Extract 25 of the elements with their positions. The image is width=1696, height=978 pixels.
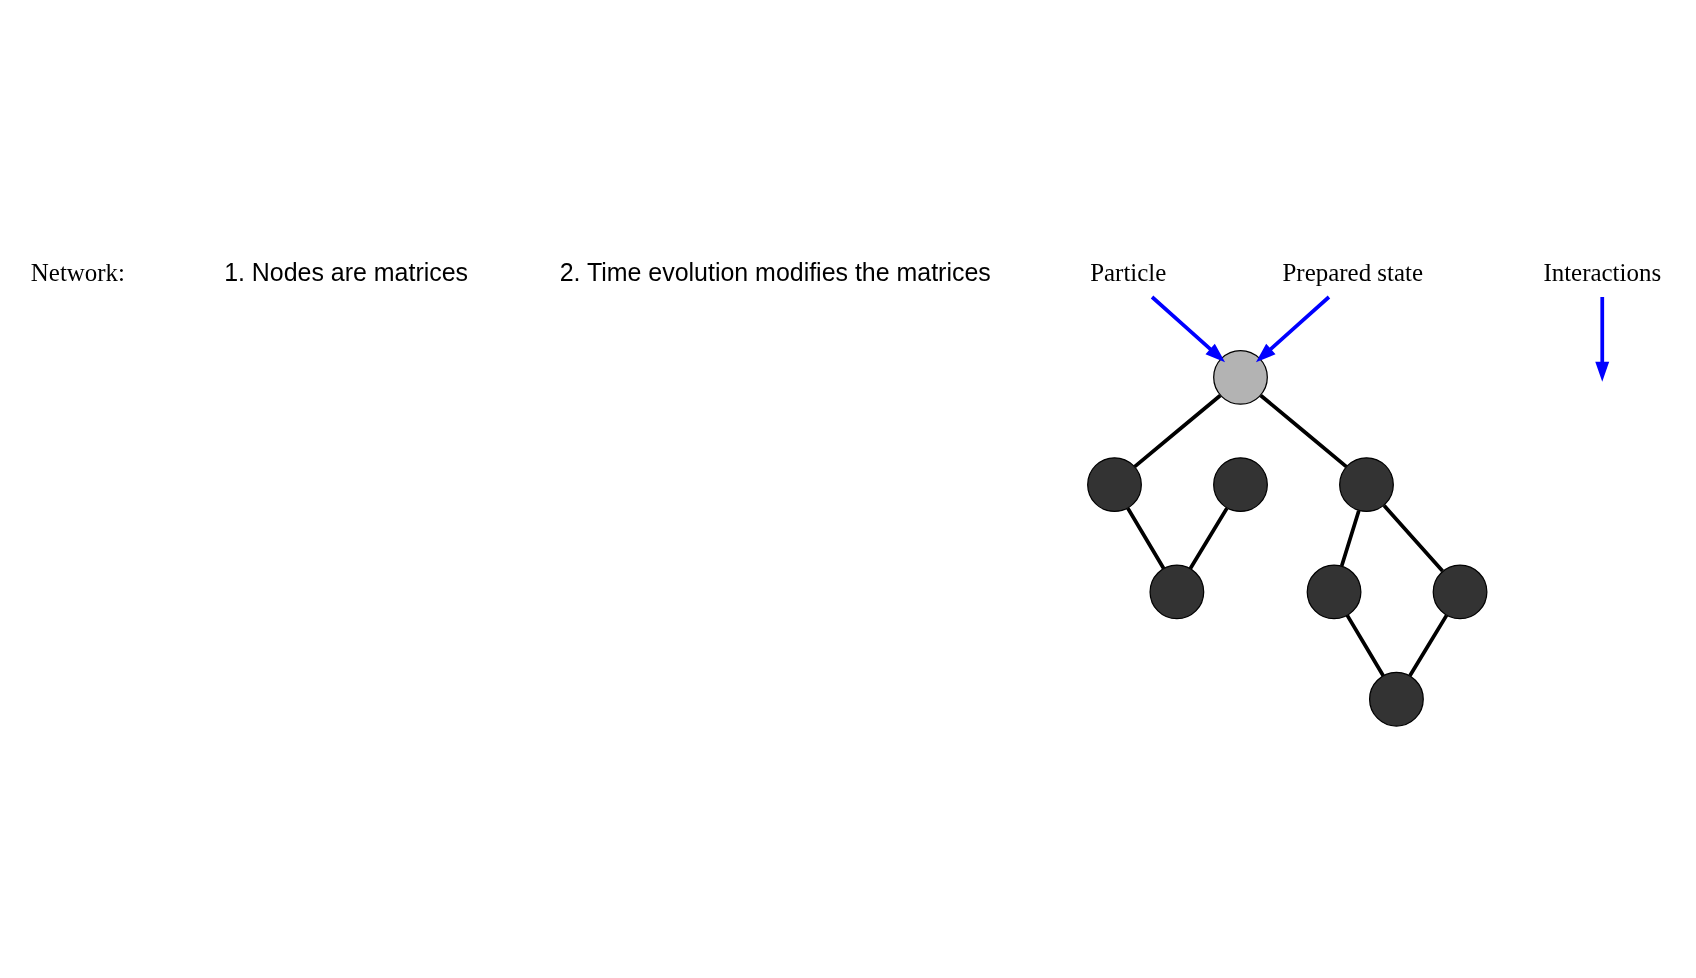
connector bbox=[1345, 614, 1385, 677]
arrow bbox=[1594, 297, 1609, 382]
connector bbox=[1125, 507, 1165, 570]
node-text: Interactions bbox=[1542, 258, 1661, 286]
connector bbox=[1382, 504, 1444, 573]
node-circle bbox=[1086, 457, 1142, 513]
label: 2. Time evolution modifies the matrices bbox=[559, 257, 991, 286]
node-text: Particle bbox=[1089, 258, 1166, 286]
node-circle bbox=[1148, 564, 1204, 620]
node-text: Prepared state bbox=[1281, 258, 1423, 286]
connector bbox=[1188, 507, 1229, 570]
node-circle bbox=[1368, 671, 1424, 727]
node-circle bbox=[1432, 564, 1487, 620]
node-circle bbox=[1212, 457, 1268, 513]
node-circle bbox=[1212, 349, 1268, 405]
connector bbox=[1407, 614, 1448, 677]
connector bbox=[1339, 510, 1361, 567]
label: 1. Nodes are matrices bbox=[223, 257, 468, 286]
node-circle bbox=[1338, 457, 1394, 513]
connector bbox=[1259, 394, 1347, 469]
arrow bbox=[1150, 295, 1225, 363]
arrow bbox=[1255, 295, 1330, 363]
label: Network: bbox=[30, 258, 125, 286]
connector bbox=[1133, 394, 1221, 469]
node-circle bbox=[1306, 564, 1361, 620]
